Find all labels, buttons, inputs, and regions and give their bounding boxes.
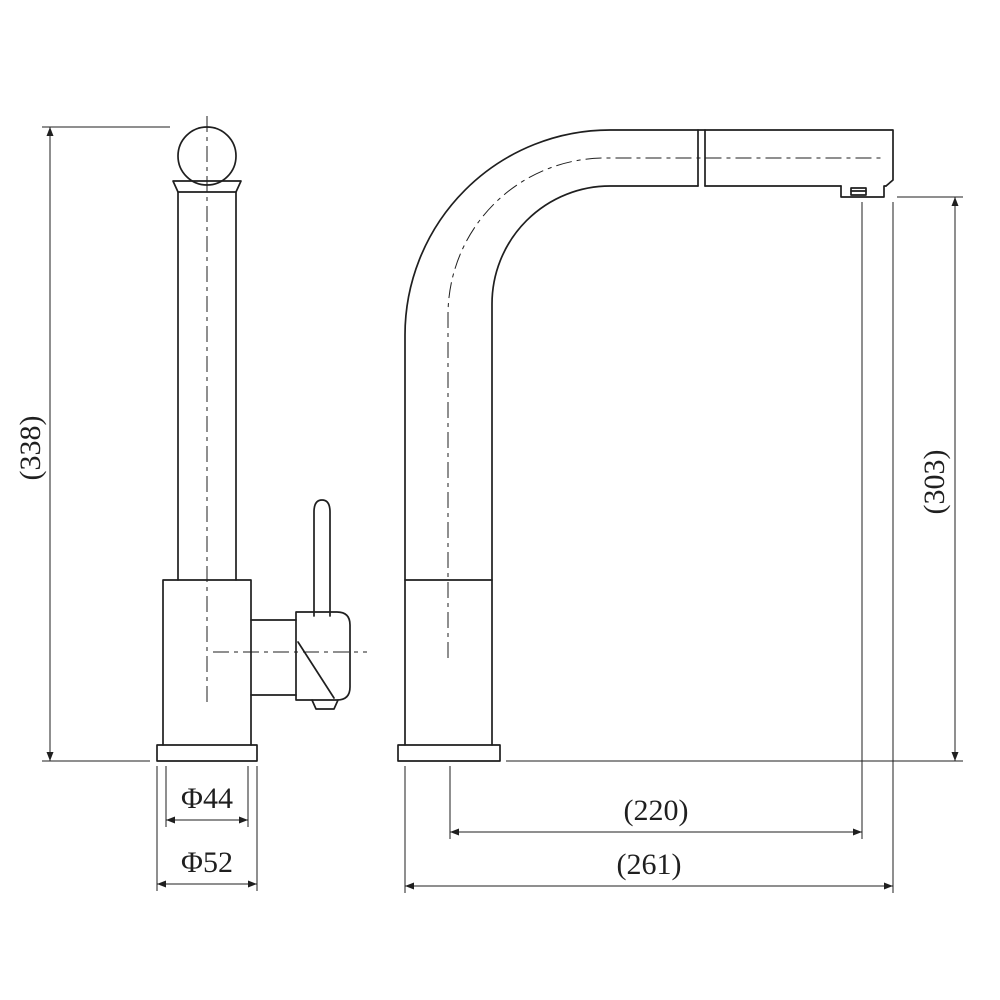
handle-joint: [295, 611, 351, 701]
dim-height-left: (338): [14, 126, 170, 762]
dim-label-base-diameter: Φ52: [181, 846, 233, 879]
spout-outer-outline: [404, 129, 894, 581]
faucet-profile-view: [397, 129, 894, 762]
dim-base-diameter: Φ52: [156, 766, 258, 891]
spout-column: [177, 191, 237, 581]
handle-joint-nub: [311, 699, 339, 710]
dim-overall-reach: (261): [404, 202, 894, 893]
dim-label-height-right: (303): [918, 450, 951, 515]
base-flange-profile: [397, 744, 501, 762]
nozzle-outline: [840, 185, 887, 198]
body-column: [404, 579, 493, 746]
faucet-side-view: [156, 116, 367, 762]
dim-height-right: (303): [506, 196, 963, 762]
base-flange: [156, 744, 258, 762]
dim-spout-reach: (220): [449, 202, 863, 839]
dimensions: (338) (303) Φ44 Φ52 (220): [14, 126, 963, 893]
handle-connector: [250, 619, 297, 696]
dim-label-body-diameter: Φ44: [181, 782, 233, 815]
spout-centerline: [447, 157, 882, 658]
dim-label-spout-reach: (220): [624, 794, 689, 827]
dim-body-diameter: Φ44: [165, 766, 249, 827]
dim-label-height-left: (338): [14, 416, 47, 481]
handle-lever: [313, 499, 331, 617]
spout-inner-outline: [491, 185, 699, 581]
handle-joint-detail: [297, 641, 335, 699]
dim-label-overall-reach: (261): [617, 848, 682, 881]
